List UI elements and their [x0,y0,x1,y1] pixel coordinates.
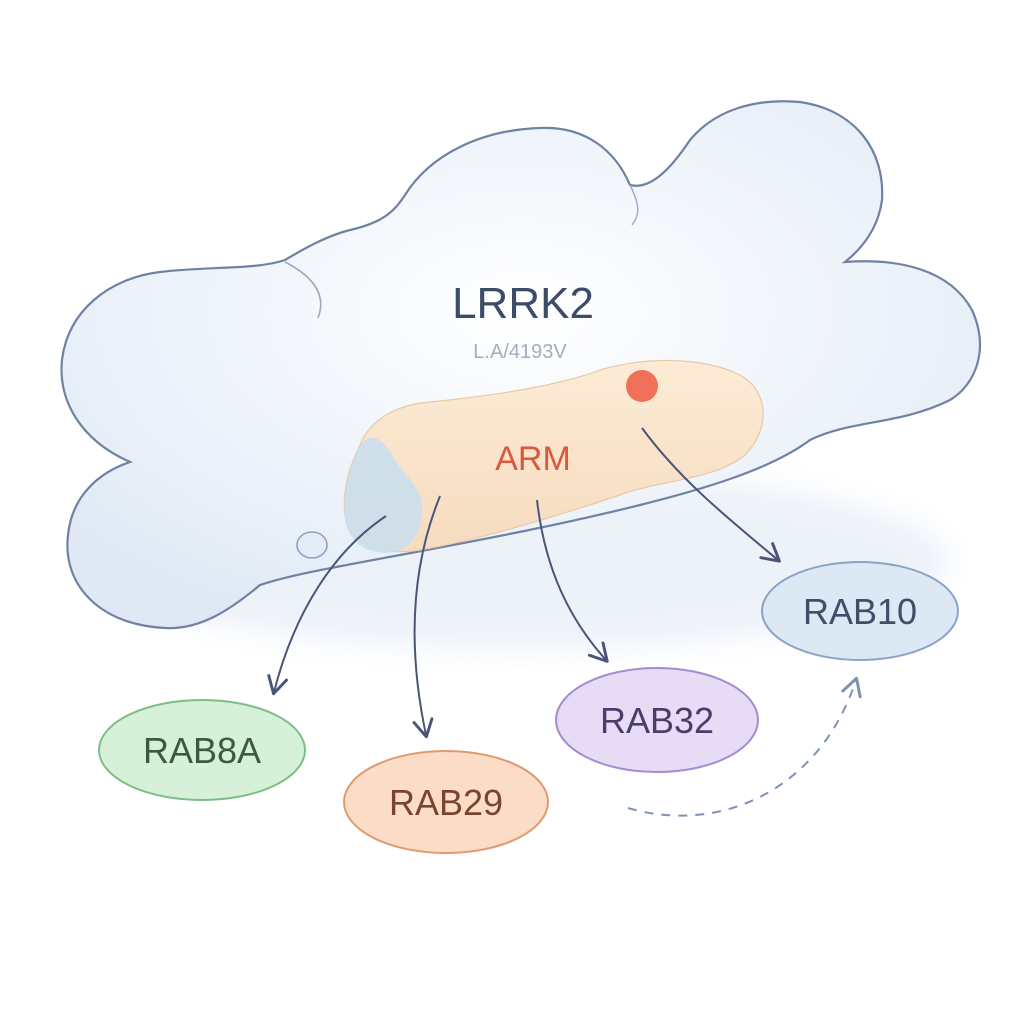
substrate-rab10: RAB10 [761,561,959,661]
phosphorylation-site-dot [626,370,658,402]
rab10-label: RAB10 [803,591,917,632]
rab29-ellipse [343,750,549,854]
substrate-rab29: RAB29 [343,750,549,854]
arrow-to-rab8a [267,515,387,696]
arrow-to-rab10 [641,427,781,563]
cloud-small-circle [296,531,328,559]
substrate-rab8a: RAB8A [98,699,306,801]
rab8a-ellipse [98,699,306,801]
arm-domain-label: ARM [495,440,571,478]
substrate-group: RAB8A RAB29 RAB32 RAB10 [98,561,959,854]
rab32-label: RAB32 [600,700,714,741]
arrow-to-rab32 [536,499,609,663]
protein-variant-subtitle: L.A/4193V [473,341,567,363]
lrrk2-protein-cloud [60,100,981,630]
substrate-rab32: RAB32 [555,667,759,773]
rab8a-label: RAB8A [143,730,261,771]
rab29-label: RAB29 [389,782,503,823]
rab32-ellipse [555,667,759,773]
dashed-arrow-rab32-to-rab10 [627,676,862,817]
cloud-fold [629,184,639,226]
rab10-ellipse [761,561,959,661]
arrow-to-rab29 [412,495,441,739]
protein-name: LRRK2 [452,279,594,328]
cloud-fold [284,261,322,319]
arm-blue-subregion [344,437,423,553]
